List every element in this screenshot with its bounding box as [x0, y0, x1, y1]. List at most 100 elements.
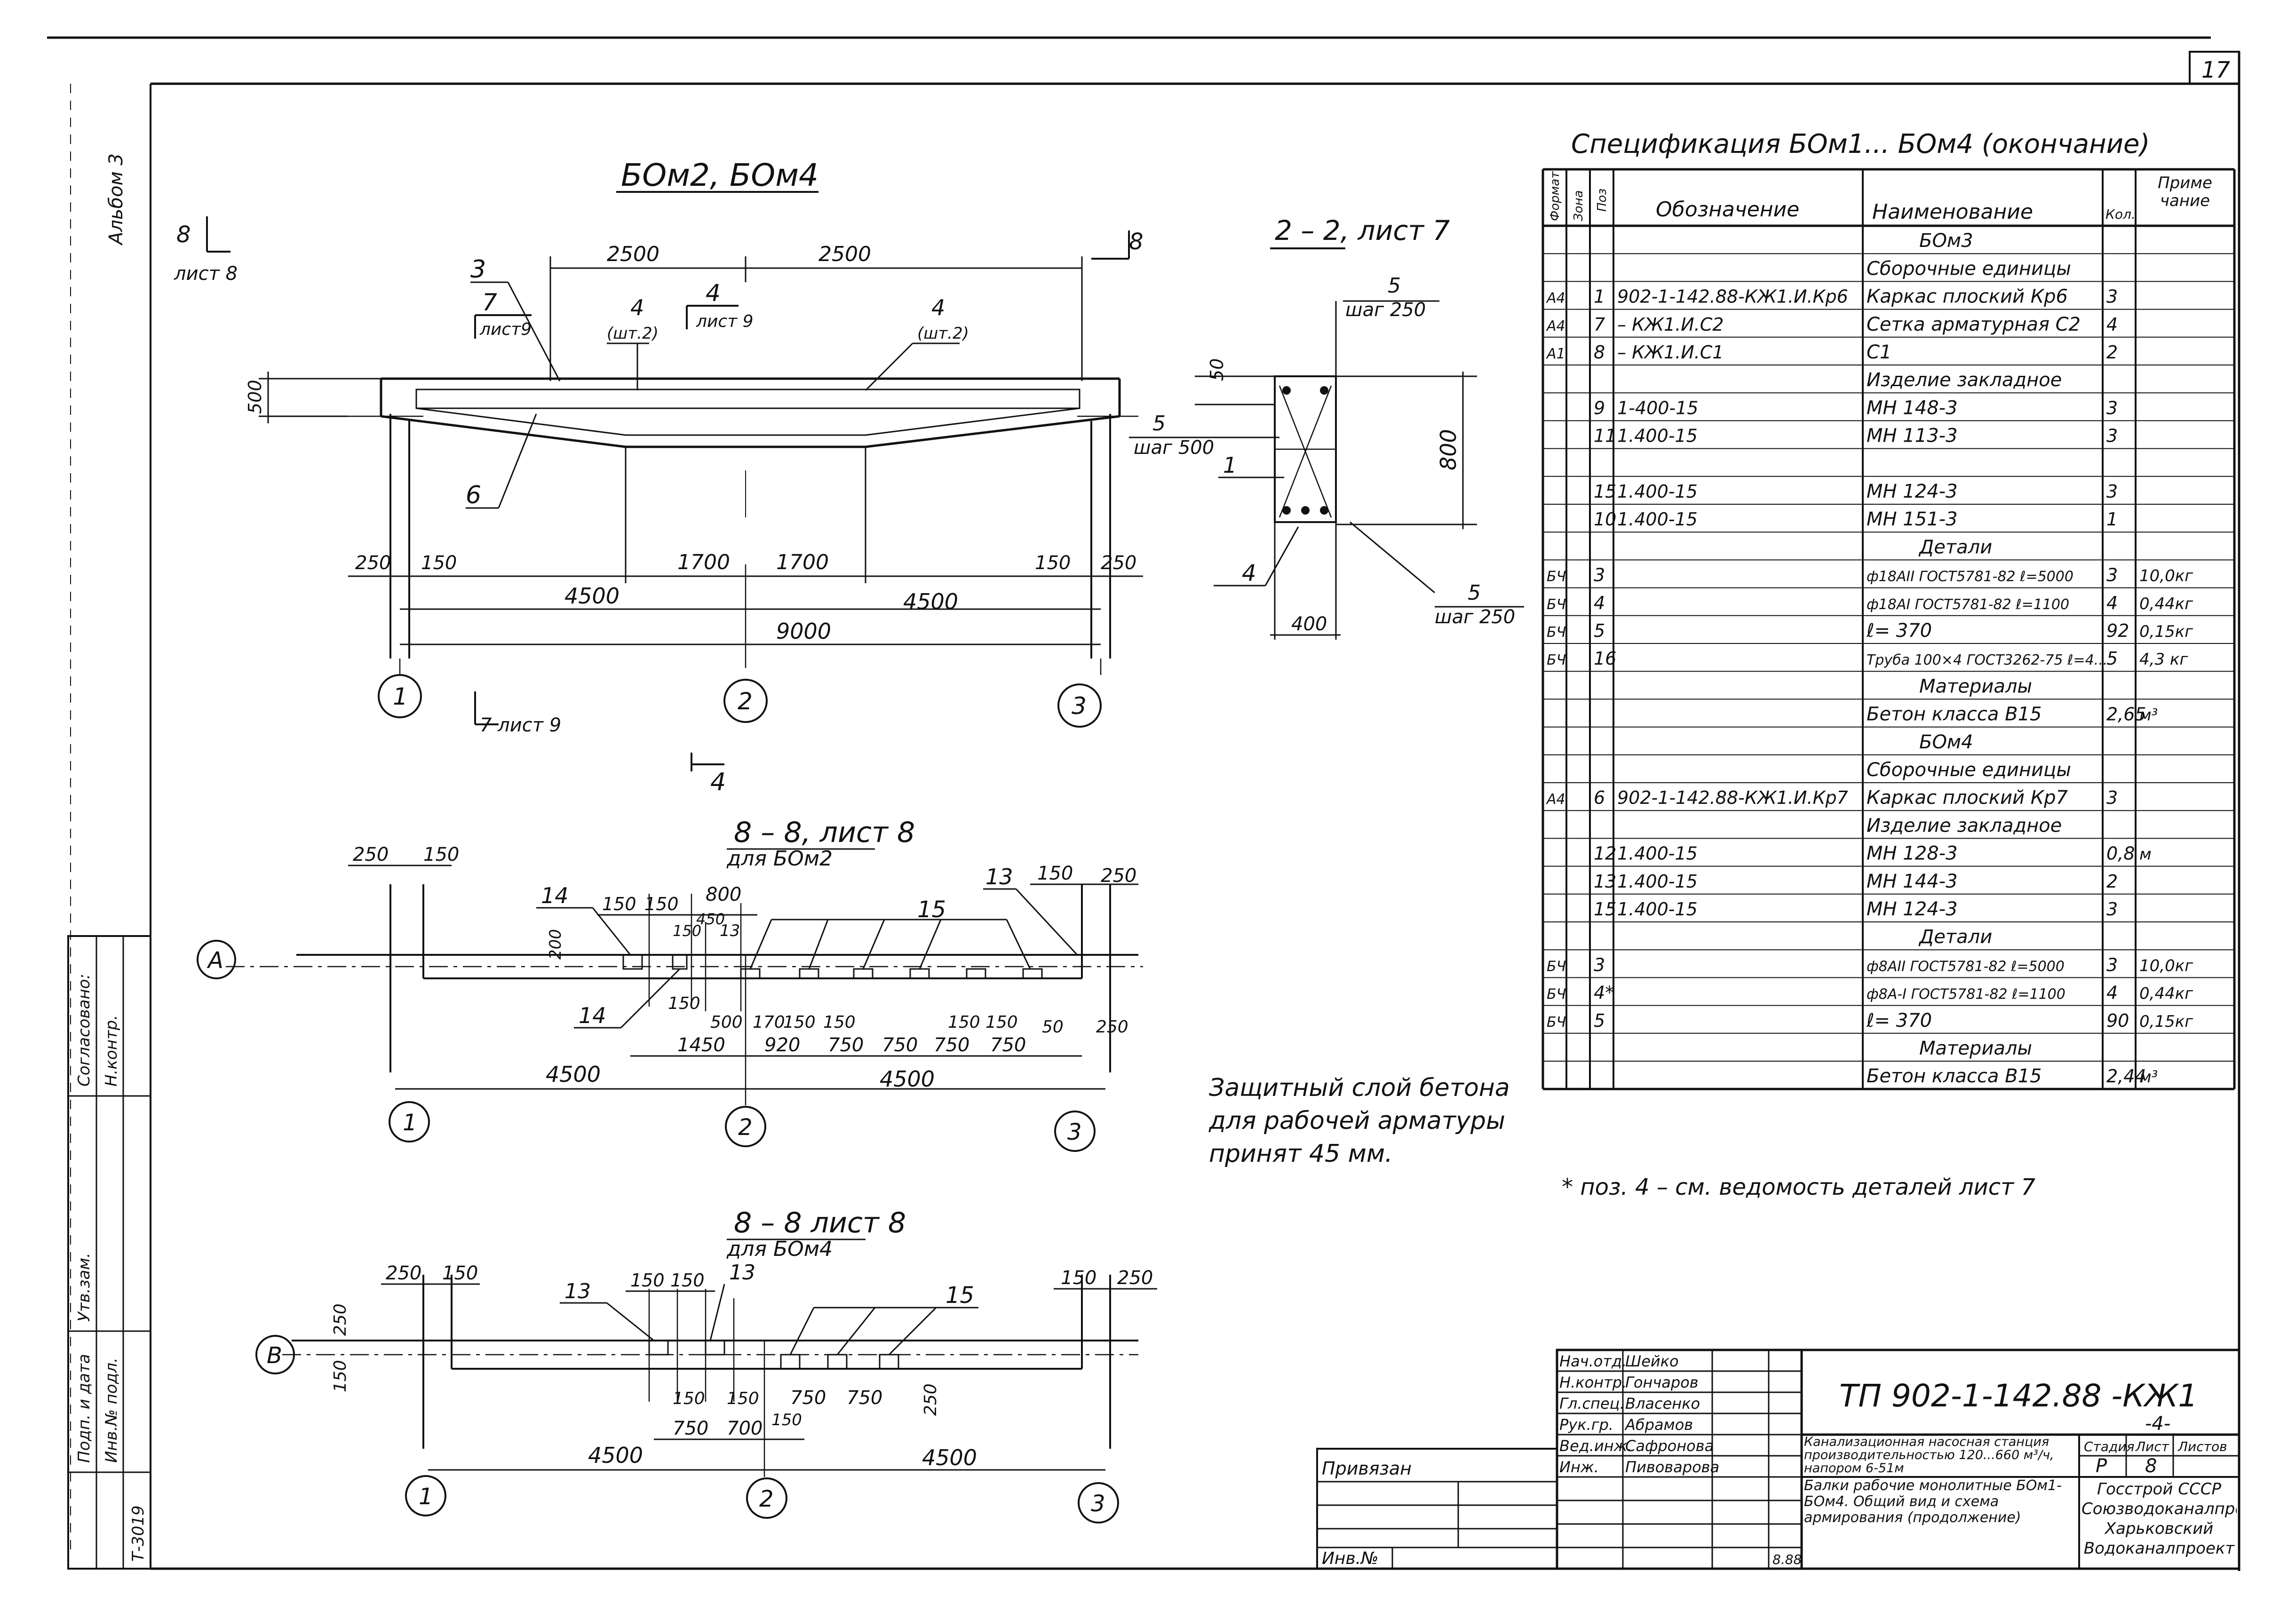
spec-footnote: * поз. 4 – см. ведомость деталей лист 7: [1562, 1174, 2035, 1200]
pos-4-left-pcs: (шт.2): [607, 324, 659, 343]
section-88b-axis-2: 2: [759, 1486, 774, 1512]
tb-stage: Р: [2096, 1455, 2107, 1477]
section-22-step500: шаг 500: [1134, 437, 1214, 459]
spec-header-designation: Обозначение: [1656, 198, 1799, 222]
tb-code-sub: -4-: [2145, 1413, 2170, 1435]
left-binding-stamp: Согласовано: Н.контр. Утв.зам. Инв.№ под…: [67, 935, 151, 1570]
spec-cell-qty: 3: [2106, 787, 2118, 808]
spec-cell-designation: 1.400-15: [1617, 509, 1698, 530]
stamp-code: Т-3019: [129, 1505, 148, 1562]
section-88a-dim-250-tr: 250: [1101, 865, 1136, 887]
stamp-utv: Утв.зам.: [75, 1253, 94, 1322]
section-88a-pos14-bottom: 14: [579, 1003, 606, 1028]
section-88a-dim-500: 500: [710, 1013, 743, 1032]
section-88a-dim-750-c: 750: [934, 1034, 969, 1056]
beam-elevation-view: БОм2, БОм4 8 лист 8 8 2500 2500 3 7 лист…: [174, 157, 1144, 796]
section-8-sheet-ref: лист 8: [174, 263, 238, 285]
spec-cell-qty: 3: [2106, 397, 2118, 418]
spec-cell-designation: 1.400-15: [1617, 871, 1698, 892]
dim-2500-left: 2500: [607, 242, 659, 266]
section-88b-dim-750-b: 750: [847, 1387, 882, 1409]
section-88a-subtitle: для БОм2: [726, 847, 833, 871]
spec-cell-name: Детали: [1918, 926, 1992, 948]
spec-cell-format: А4: [1546, 791, 1565, 808]
tb-project: Канализационная насосная станция произво…: [1804, 1436, 2054, 1476]
stamp-inv: Инв.№ подл.: [102, 1357, 121, 1463]
section-88b-dim-150-e: 150: [771, 1411, 802, 1429]
section-88a-dim-200: 200: [546, 929, 565, 960]
pos-4-left-label: 4: [630, 295, 644, 320]
tb-sheet-no: 8: [2145, 1455, 2157, 1477]
section-22-pos5-top: 5: [1388, 274, 1401, 298]
pos-4-right-label: 4: [931, 295, 945, 320]
spec-cell-qty: 3: [2106, 426, 2118, 446]
spec-cell-name: С1: [1867, 341, 1891, 363]
spec-cell-name: МН 148-3: [1867, 397, 1958, 419]
spec-cell-name: Бетон класса В15: [1867, 704, 2042, 725]
dim-9000: 9000: [776, 619, 831, 644]
spec-cell-pos: 4*: [1594, 983, 1614, 1003]
ref-4-sheet: лист 9: [696, 312, 754, 331]
section-88a-dim-170: 170: [753, 1013, 785, 1032]
spec-cell-qty: 92: [2106, 620, 2129, 641]
spec-cell-qty: 3: [2106, 565, 2118, 586]
section-88a-dim-250-tl: 250: [353, 844, 389, 865]
spec-cell-name: Сборочные единицы: [1867, 759, 2071, 781]
section-88a-dim-150-b: 150: [644, 894, 679, 914]
spec-cell-name: ф8АII ГОСТ5781-82 ℓ=5000: [1867, 958, 2065, 975]
tb-role: Гл.спец.: [1559, 1395, 1625, 1413]
specification-table: Спецификация БОм1... БОм4 (окончание) Фо…: [1541, 129, 2236, 1200]
tb-role: Рук.гр.: [1559, 1416, 1613, 1434]
spec-cell-format: БЧ: [1547, 958, 1566, 975]
section-22-title: 2 – 2, лист 7: [1275, 214, 1450, 246]
spec-cell-qty: 2: [2106, 871, 2118, 892]
protective-layer-note: Защитный слой бетона для рабочей арматур…: [1208, 1074, 1510, 1168]
spec-cell-name: ℓ= 370: [1866, 620, 1932, 642]
spec-cell-name: Детали: [1918, 536, 1992, 558]
spec-cell-note: 0,44кг: [2139, 984, 2193, 1003]
spec-cell-qty: 5: [2106, 648, 2118, 669]
section-88b-subtitle: для БОм4: [726, 1237, 833, 1261]
spec-cell-designation: – КЖ1.И.С1: [1617, 342, 1724, 363]
section-88b-dim-250-left-v: 250: [331, 1303, 350, 1336]
spec-cell-name: ф8А-I ГОСТ5781-82 ℓ=1100: [1867, 986, 2066, 1003]
tb-name: Гончаров: [1625, 1373, 1699, 1391]
section-88b-dim-150-b: 150: [670, 1270, 705, 1291]
section-88a-dim-250-br: 250: [1096, 1017, 1128, 1037]
spec-cell-format: БЧ: [1547, 1014, 1566, 1031]
spec-cell-pos: 8: [1594, 342, 1605, 363]
axis-3-label: 3: [1072, 692, 1087, 720]
tb-sheet-header: Лист: [2135, 1439, 2169, 1454]
spec-cell-pos: 15: [1594, 481, 1616, 502]
spec-cell-format: А4: [1546, 290, 1565, 307]
section-22-pos4: 4: [1242, 560, 1256, 587]
section-8-8-bom4: 8 – 8 лист 8 для БОм4 В 250 150 150 150 …: [255, 1206, 1157, 1524]
section-88b-dim-250-right-v: 250: [921, 1383, 940, 1416]
spec-cell-pos: 10: [1594, 509, 1616, 530]
section-88b-title: 8 – 8 лист 8: [734, 1206, 906, 1239]
tb-name: Власенко: [1625, 1395, 1700, 1413]
section-88b-dim-150-tr: 150: [1061, 1267, 1096, 1289]
section-88b-pos13-left: 13: [564, 1279, 591, 1303]
section-88a-dim-150-h: 150: [985, 1013, 1018, 1032]
section-88a-pos15: 15: [917, 897, 946, 923]
section-88a-dim-800: 800: [706, 884, 741, 905]
spec-cell-pos: 16: [1594, 648, 1616, 669]
axis-1-label: 1: [393, 683, 408, 710]
spec-header-qty: Кол.: [2105, 206, 2136, 222]
spec-cell-qty: 2,65: [2106, 704, 2146, 725]
section-88b-axis-label: В: [267, 1342, 282, 1369]
section-22-step250-right: шаг 250: [1435, 606, 1515, 628]
spec-cell-format: А4: [1546, 318, 1565, 334]
spec-header-note: Приме чание: [2158, 174, 2212, 210]
section-88a-dim-150-g: 150: [948, 1013, 980, 1032]
spec-cell-qty: 3: [2106, 286, 2118, 307]
spec-header-format: Формат: [1548, 171, 1562, 221]
spec-cell-note: м³: [2139, 1068, 2158, 1087]
section-88a-dim-150-a: 150: [602, 894, 636, 914]
spec-cell-pos: 12: [1594, 843, 1616, 864]
pos-4-right-pcs: (шт.2): [917, 324, 969, 343]
ref-7-label: 7: [482, 289, 497, 316]
spec-cell-note: м: [2139, 845, 2152, 864]
spec-cell-name: Изделие закладное: [1867, 815, 2062, 836]
